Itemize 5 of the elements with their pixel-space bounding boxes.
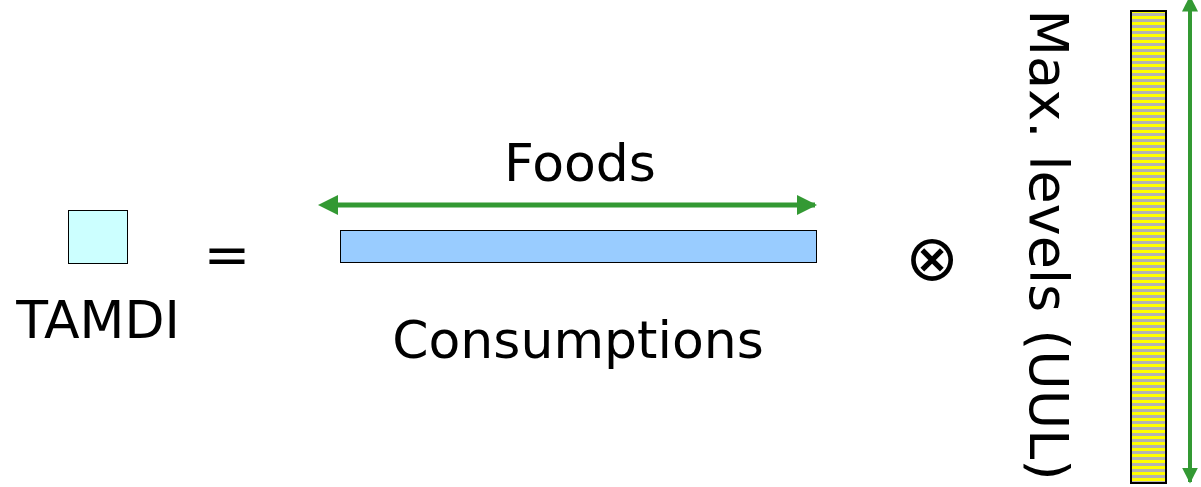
- dimension-label: Foods: [504, 137, 656, 189]
- equals-sign: =: [203, 227, 251, 283]
- operator-symbol: ⊗: [905, 226, 959, 290]
- node-label: Max. levels (UUL): [1021, 9, 1075, 481]
- node-label: TAMDI: [16, 294, 180, 346]
